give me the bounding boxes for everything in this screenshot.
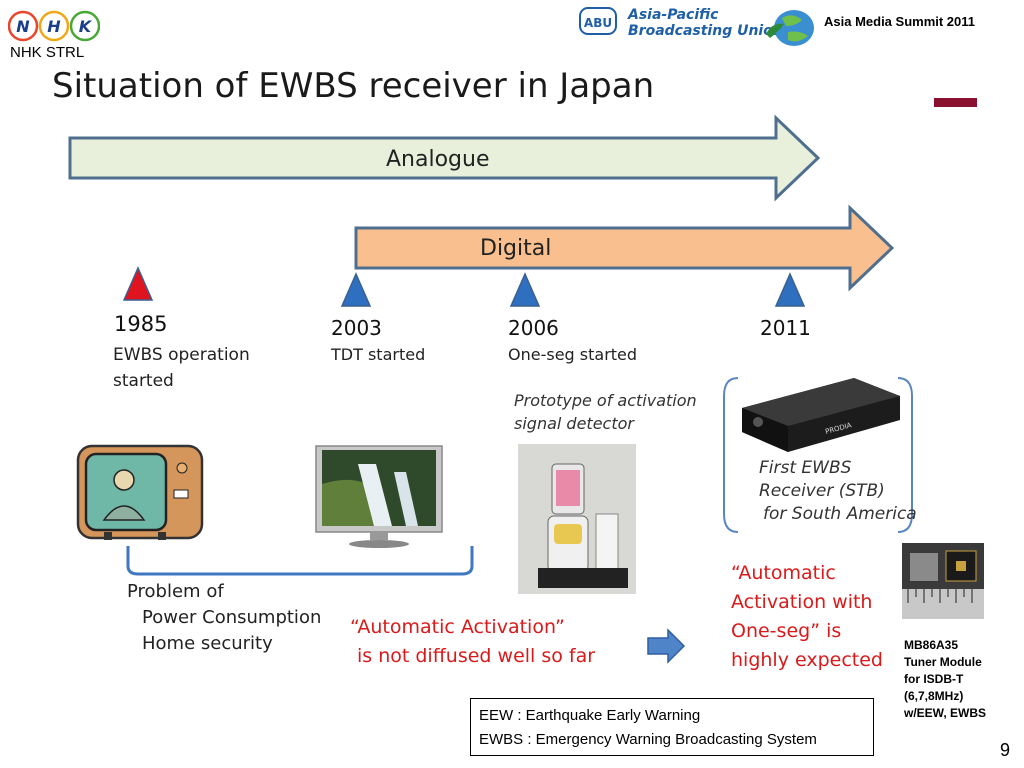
glossary-box: EEW : Earthquake Early Warning EWBS : Em… <box>470 698 874 756</box>
prototype-caption-line2: signal detector <box>514 414 634 433</box>
prototype-detector-photo <box>518 444 636 594</box>
module-line2: Tuner Module <box>904 655 982 669</box>
expected-line4: highly expected <box>731 649 883 671</box>
stb-device-image: PRODIA <box>734 368 904 456</box>
digital-arrow <box>352 204 896 292</box>
stb-frame <box>722 376 914 534</box>
analogue-tv-illustration <box>74 440 206 544</box>
nhk-letter-k: K <box>79 17 93 36</box>
expected-line2: Activation with <box>731 591 873 613</box>
milestone-1985-desc: EWBS operation started <box>113 342 250 394</box>
problem-heading: Problem of <box>127 581 224 602</box>
year-1985: 1985 <box>114 312 168 336</box>
not-diffused-message: “Automatic Activation” is not diffused w… <box>350 613 595 671</box>
digital-label: Digital <box>480 236 552 261</box>
year-2003: 2003 <box>331 316 382 340</box>
stb-caption-line1: First EWBS <box>759 458 852 478</box>
tuner-module-photo <box>902 543 984 619</box>
milestone-2006-desc: One-seg started <box>508 345 638 364</box>
abu-name: Asia-Pacific Broadcasting Union <box>628 7 783 39</box>
stb-caption-line2: Receiver (STB) <box>759 481 885 501</box>
marker-1985-icon <box>122 266 154 302</box>
glossary-ewbs: EWBS : Emergency Warning Broadcasting Sy… <box>479 731 817 748</box>
title-accent-bar <box>934 98 977 107</box>
module-line5: w/EEW, EWBS <box>904 706 987 720</box>
marker-2006-icon <box>509 272 541 308</box>
prototype-caption: Prototype of activation signal detector <box>514 389 697 435</box>
stb-caption: First EWBS Receiver (STB) for South Amer… <box>759 457 917 526</box>
module-line4: (6,7,8MHz) <box>904 689 964 703</box>
right-arrow-icon <box>646 628 686 664</box>
module-line1: MB86A35 <box>904 638 959 652</box>
analogue-arrow <box>66 114 822 202</box>
abu-name-line2: Broadcasting Union <box>628 23 783 39</box>
abu-name-line1: Asia-Pacific <box>628 7 719 23</box>
nhk-letter-h: H <box>47 17 61 36</box>
problem-item-power: Power Consumption <box>142 607 322 628</box>
milestone-1985-line1: EWBS operation <box>113 345 250 365</box>
prototype-caption-line1: Prototype of activation <box>514 391 697 410</box>
not-diffused-line2: is not diffused well so far <box>357 645 596 667</box>
slide-title: Situation of EWBS receiver in Japan <box>52 66 655 106</box>
milestone-2003-desc: TDT started <box>331 345 426 364</box>
expected-message: “Automatic Activation with One-seg” is h… <box>731 559 883 675</box>
digital-tv-illustration <box>314 444 444 548</box>
stb-caption-line3: for South America <box>763 504 917 524</box>
problem-bracket <box>124 544 476 580</box>
abu-globe-icon <box>762 4 816 50</box>
expected-line1: “Automatic <box>731 562 836 584</box>
milestone-1985-line2: started <box>113 371 174 391</box>
page-number: 9 <box>1000 740 1011 760</box>
year-2006: 2006 <box>508 316 559 340</box>
tuner-module-caption: MB86A35 Tuner Module for ISDB-T (6,7,8MH… <box>904 637 986 722</box>
event-name: Asia Media Summit 2011 <box>824 14 976 29</box>
not-diffused-line1: “Automatic Activation” <box>350 616 565 638</box>
marker-2011-icon <box>774 272 806 308</box>
nhk-logo: N H K <box>7 8 101 44</box>
abu-badge-text: ABU <box>584 16 612 30</box>
nhk-letter-n: N <box>16 17 30 36</box>
module-line3: for ISDB-T <box>904 672 964 686</box>
problem-item-security: Home security <box>142 633 273 654</box>
problem-block: Problem of Power Consumption Home securi… <box>127 579 321 657</box>
analogue-label: Analogue <box>386 147 490 172</box>
glossary-eew: EEW : Earthquake Early Warning <box>479 707 701 724</box>
nhk-strl-label: NHK STRL <box>10 44 85 61</box>
year-2011: 2011 <box>760 316 811 340</box>
abu-logo-badge: ABU <box>578 4 618 38</box>
expected-line3: One-seg” is <box>731 620 842 642</box>
marker-2003-icon <box>340 272 372 308</box>
